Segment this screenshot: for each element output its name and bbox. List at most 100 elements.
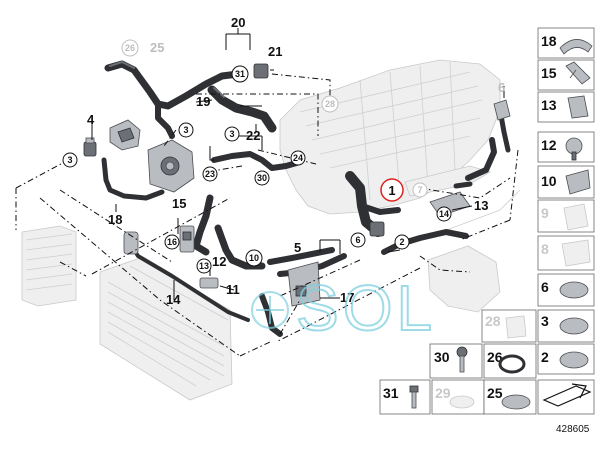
callout-21: 19 xyxy=(196,94,210,109)
hose-24 xyxy=(211,151,303,171)
clip-8-icon xyxy=(561,239,591,267)
callout-5: 5 xyxy=(294,240,301,255)
svg-text:7: 7 xyxy=(417,185,422,195)
svg-text:14: 14 xyxy=(439,209,449,219)
svg-text:31: 31 xyxy=(235,69,245,79)
arrow-icon xyxy=(542,383,592,407)
lead-lines xyxy=(15,73,519,357)
callout-16: 14 xyxy=(166,292,181,307)
svg-text:3: 3 xyxy=(183,125,188,135)
callout-6: 6 xyxy=(350,232,366,248)
hose-2 xyxy=(381,229,469,255)
watermark-logo xyxy=(251,291,289,329)
clamp-29-icon xyxy=(449,395,475,409)
callout-10: 10 xyxy=(245,249,263,267)
svg-text:10: 10 xyxy=(249,253,259,263)
callout-25: 23 xyxy=(202,166,218,182)
svg-text:2: 2 xyxy=(399,237,404,247)
callout-3-b: 3 xyxy=(224,126,240,142)
svg-text:23: 23 xyxy=(205,169,215,179)
bracket-19 xyxy=(287,261,321,307)
hose-20 xyxy=(101,157,165,201)
callout-1: 1 xyxy=(380,178,404,202)
panel-label-2: 2 xyxy=(541,349,549,365)
callout-9: 7 xyxy=(412,182,428,198)
part-6 xyxy=(369,221,385,237)
o-ring-26-icon xyxy=(498,354,526,374)
panel-label-31: 31 xyxy=(383,385,399,401)
panel-label-3: 3 xyxy=(541,313,549,329)
clamp-2-icon xyxy=(559,351,589,369)
panel-label-6: 6 xyxy=(541,279,549,295)
callout-3-a: 3 xyxy=(178,122,194,138)
callout-3-c: 3 xyxy=(62,152,78,168)
svg-text:1: 1 xyxy=(388,183,395,198)
svg-text:26: 26 xyxy=(125,43,135,53)
radiator-small xyxy=(21,225,77,307)
sensor-4 xyxy=(83,137,97,157)
svg-text:6: 6 xyxy=(355,235,360,245)
callout-28: 26 xyxy=(121,39,139,57)
callout-13: 13 xyxy=(196,258,212,274)
bracket-18 xyxy=(179,225,195,253)
clip-13-icon xyxy=(567,95,589,119)
callout-24: 22 xyxy=(246,128,260,143)
panel-label-18: 18 xyxy=(541,33,557,49)
callout-7: 6 xyxy=(498,80,505,95)
callout-19: 17 xyxy=(340,290,354,305)
callout-4: 4 xyxy=(87,112,95,127)
svg-text:28: 28 xyxy=(325,99,335,109)
thermostat-housing xyxy=(109,119,141,151)
panel-label-13: 13 xyxy=(541,97,557,113)
panel-label-15: 15 xyxy=(541,65,557,81)
callout-18: 16 xyxy=(164,234,180,250)
clip-10-icon xyxy=(565,169,591,195)
callout-12: 12 xyxy=(212,254,226,269)
panel-label-26: 26 xyxy=(487,349,503,365)
panel-label-8: 8 xyxy=(541,241,549,257)
sensor-23 xyxy=(253,63,269,79)
hose-22 xyxy=(104,60,242,139)
callout-17: 15 xyxy=(172,196,186,211)
panel-label-28: 28 xyxy=(485,313,501,329)
svg-text:3: 3 xyxy=(229,129,234,139)
callout-27: 25 xyxy=(150,40,164,55)
clip-28-icon xyxy=(505,315,527,339)
water-pump xyxy=(147,139,195,193)
panel-label-10: 10 xyxy=(541,173,557,189)
clip-15-icon xyxy=(565,61,591,85)
plug-9-icon xyxy=(563,203,589,231)
reference-number: 428605 xyxy=(556,424,590,435)
hose-21 xyxy=(207,85,277,133)
panel-label-30: 30 xyxy=(434,349,450,365)
leader-lines xyxy=(91,28,505,300)
bolt-30-icon xyxy=(456,346,468,373)
hose-clip-icon xyxy=(559,39,593,55)
callout-29: 28 xyxy=(321,95,339,113)
panel-label-12: 12 xyxy=(541,137,557,153)
svg-text:16: 16 xyxy=(167,237,177,247)
callout-26: 24 xyxy=(290,150,306,166)
clamp-7 xyxy=(493,99,511,121)
hose-17 xyxy=(192,194,214,256)
callout-20: 18 xyxy=(108,212,122,227)
panel-label-9: 9 xyxy=(541,205,549,221)
callout-31: 31 xyxy=(231,65,249,83)
callout-14: 13 xyxy=(474,198,488,213)
connector-11 xyxy=(199,277,219,289)
watermark: SOL xyxy=(296,272,436,344)
callout-15: 14 xyxy=(436,206,452,222)
screw-12-icon xyxy=(565,137,583,161)
clamp-25-icon xyxy=(501,394,531,410)
callout-23: 21 xyxy=(268,44,282,59)
callout-2: 2 xyxy=(394,234,410,250)
panel-label-29: 29 xyxy=(435,385,451,401)
svg-text:3: 3 xyxy=(67,155,72,165)
callout-11: 11 xyxy=(226,282,240,297)
svg-text:24: 24 xyxy=(293,153,303,163)
svg-text:30: 30 xyxy=(257,173,267,183)
bolt-31-icon xyxy=(409,385,419,409)
callout-22: 20 xyxy=(231,15,245,30)
callout-30: 30 xyxy=(254,170,270,186)
